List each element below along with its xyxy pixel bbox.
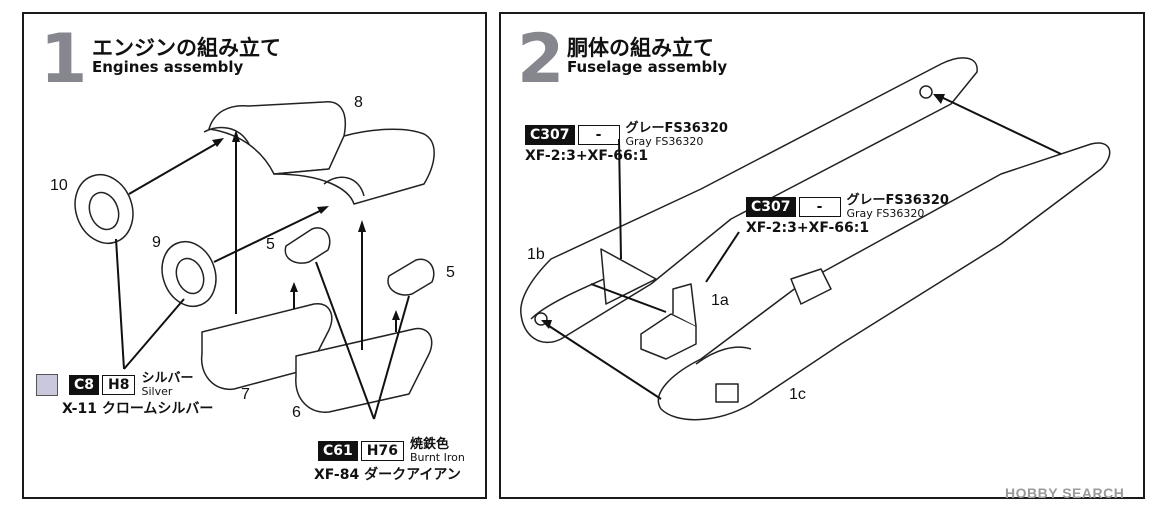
cockpit-seat-1a xyxy=(640,313,697,360)
step2-panel: 2 胴体の組み立て Fuselage assembly xyxy=(499,12,1145,499)
silver-code-h: H8 xyxy=(102,374,136,395)
nacelle-top-left xyxy=(208,101,346,175)
part-label-1a: 1a xyxy=(711,292,729,309)
step1-panel: 1 エンジンの組み立て Engines assembly xyxy=(22,12,487,499)
part-label-7: 7 xyxy=(241,386,250,403)
part-label-1c: 1c xyxy=(789,386,806,403)
nacelle-top-right xyxy=(273,128,435,205)
part-label-5-right: 5 xyxy=(446,264,455,281)
hobby-search-watermark: HOBBY SEARCH xyxy=(1005,485,1125,501)
engines-assembly-drawing xyxy=(74,101,435,420)
gray-a-name-ja: グレーFS36320 xyxy=(625,121,728,136)
step1-number: 1 xyxy=(40,20,88,99)
gray-b-name-en: Gray FS36320 xyxy=(846,206,925,220)
gray-color-callout-a: C307 - グレーFS36320 Gray FS36320 xyxy=(525,122,728,147)
part-label-6: 6 xyxy=(292,404,301,421)
part-label-10: 10 xyxy=(50,177,68,194)
step1-title-ja: エンジンの組み立て xyxy=(92,36,281,60)
gray-b-code-c: C307 xyxy=(746,196,796,217)
iron-code-c: C61 xyxy=(318,440,358,461)
gray-a-code-h: - xyxy=(577,124,620,145)
iron-name-en: Burnt Iron xyxy=(409,450,465,464)
exhaust-cone-left xyxy=(284,227,331,264)
step1-title-en: Engines assembly xyxy=(92,58,244,76)
step2-title-ja: 胴体の組み立て xyxy=(567,36,714,60)
silver-code-c: C8 xyxy=(69,374,100,395)
gray-b-mix: XF-2:3+XF-66:1 xyxy=(746,220,870,236)
silver-name-en: Silver xyxy=(141,384,173,398)
iron-color-callout: C61 H76 焼鉄色 Burnt Iron xyxy=(318,438,465,463)
gray-a-code-c: C307 xyxy=(525,124,575,145)
fuselage-assembly-drawing xyxy=(520,57,1111,421)
exhaust-cone-right xyxy=(387,258,435,296)
iron-code-h: H76 xyxy=(360,440,404,461)
silver-mix: X-11 クロームシルバー xyxy=(62,401,214,417)
part-label-9: 9 xyxy=(152,234,161,251)
gray-a-mix: XF-2:3+XF-66:1 xyxy=(525,148,649,164)
iron-mix: XF-84 ダークアイアン xyxy=(314,467,461,483)
fuselage-half-1c xyxy=(657,142,1111,421)
gray-color-callout-b: C307 - グレーFS36320 Gray FS36320 xyxy=(746,194,949,219)
silver-swatch xyxy=(36,373,58,396)
step2-title-en: Fuselage assembly xyxy=(567,58,728,76)
silver-color-callout: C8 H8 シルバー Silver xyxy=(36,372,194,397)
silver-name-ja: シルバー xyxy=(141,371,194,386)
part-label-1b: 1b xyxy=(527,246,545,263)
gray-b-code-h: - xyxy=(798,196,841,217)
part-label-8: 8 xyxy=(354,94,363,111)
step2-number: 2 xyxy=(517,20,565,99)
part-label-5-left: 5 xyxy=(266,236,275,253)
iron-name-ja: 焼鉄色 xyxy=(409,437,449,452)
gray-a-name-en: Gray FS36320 xyxy=(625,134,704,148)
gray-b-name-ja: グレーFS36320 xyxy=(846,193,949,208)
